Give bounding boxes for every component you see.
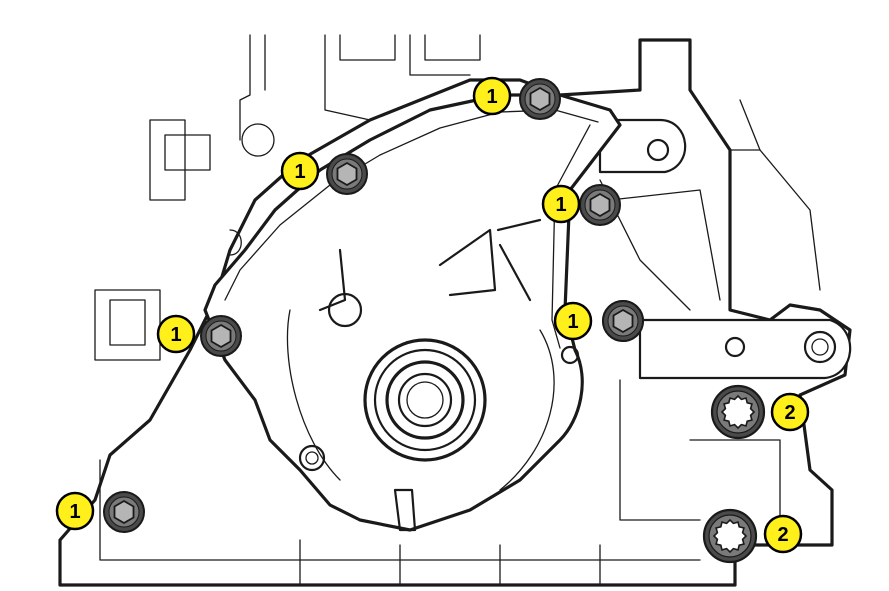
hex-bolt-2 bbox=[579, 184, 621, 226]
callout-1-3: 1 bbox=[156, 314, 196, 354]
callout-number: 2 bbox=[784, 402, 795, 424]
callout-number: 1 bbox=[486, 86, 497, 108]
callout-2-8: 2 bbox=[763, 514, 803, 554]
callout-1-4: 1 bbox=[553, 301, 593, 341]
callout-2-7: 2 bbox=[770, 392, 810, 432]
callout-number: 1 bbox=[170, 324, 181, 346]
callout-number: 1 bbox=[555, 194, 566, 216]
callout-number: 1 bbox=[294, 161, 305, 183]
callout-number: 2 bbox=[777, 524, 788, 546]
splined-bolt-7 bbox=[710, 384, 766, 440]
callout-number: 1 bbox=[69, 501, 80, 523]
hex-bolt-1 bbox=[326, 153, 368, 195]
callouts: 1 1 1 1 1 1 2 2 bbox=[55, 76, 810, 554]
hex-bolt-6 bbox=[602, 300, 644, 342]
callout-1-5: 1 bbox=[55, 491, 95, 531]
callout-1-2: 1 bbox=[541, 184, 581, 224]
hex-bolt-3 bbox=[200, 315, 242, 357]
oil-pump-cover bbox=[203, 93, 622, 532]
hex-bolt-0 bbox=[519, 78, 561, 120]
callout-1-0: 1 bbox=[472, 76, 512, 116]
bolts bbox=[103, 78, 766, 564]
callout-number: 1 bbox=[567, 311, 578, 333]
splined-bolt-8 bbox=[702, 508, 758, 564]
hex-bolt-5 bbox=[103, 491, 145, 533]
callout-1-1: 1 bbox=[280, 151, 320, 191]
